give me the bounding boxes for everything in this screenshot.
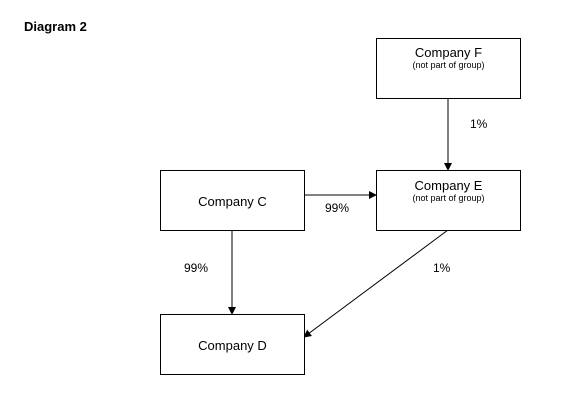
company-f-note: (not part of group) [412, 60, 485, 70]
company-e-box: Company E (not part of group) [376, 170, 521, 231]
diagram-title: Diagram 2 [24, 19, 87, 34]
edge-label-c-to-d: 99% [184, 261, 209, 275]
edge-label-c-to-e: 99% [325, 201, 350, 215]
company-c-box: Company C [160, 170, 305, 231]
company-d-name: Company D [198, 338, 267, 353]
edge-e-to-d [303, 229, 449, 338]
company-e-note: (not part of group) [412, 193, 485, 203]
company-e-name: Company E [414, 178, 483, 193]
company-f-box: Company F (not part of group) [376, 38, 521, 99]
company-d-box: Company D [160, 314, 305, 375]
company-c-name: Company C [198, 194, 267, 209]
edge-label-f-to-e: 1% [470, 117, 488, 131]
company-f-name: Company F [414, 45, 483, 60]
edge-label-e-to-d: 1% [433, 261, 451, 275]
